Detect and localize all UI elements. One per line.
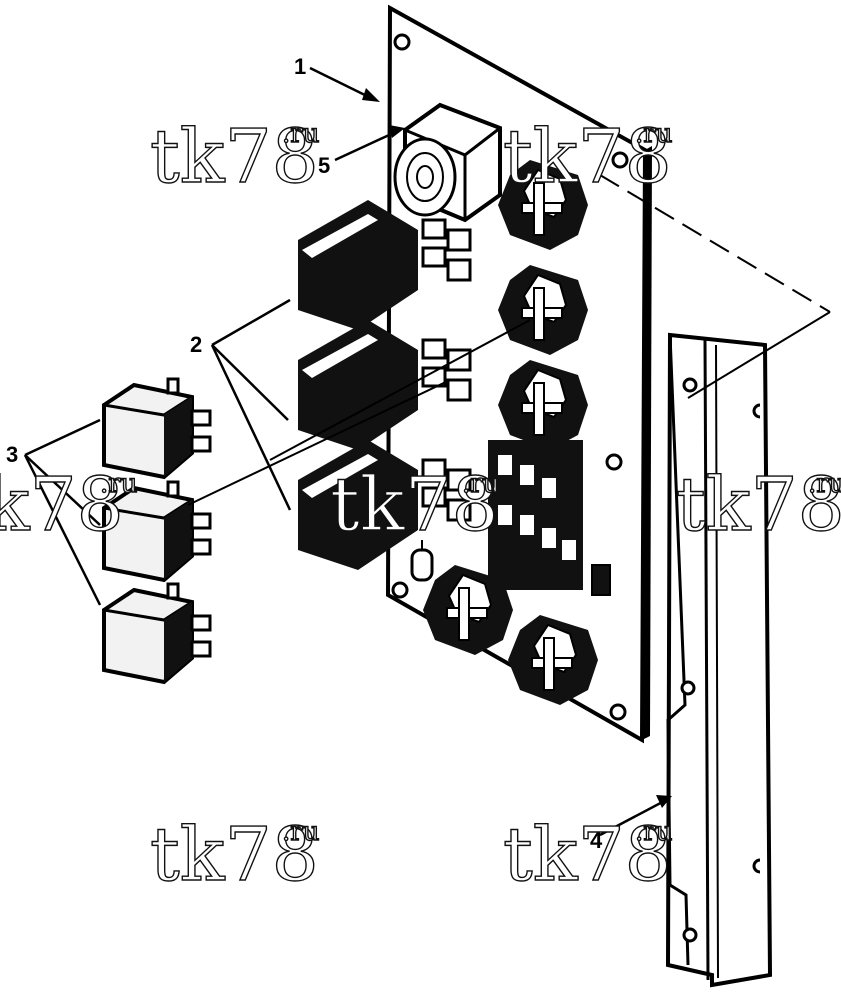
mounting-hole: [609, 703, 627, 721]
svg-text:tk78: tk78: [150, 114, 319, 200]
svg-text:.ru: .ru: [100, 469, 137, 499]
alarm-buzzer: [393, 102, 502, 223]
mounting-hole: [393, 33, 411, 51]
svg-text:tk78: tk78: [676, 462, 841, 548]
cube-relay: [102, 582, 212, 684]
watermark: tk78 .ru: [502, 113, 673, 200]
mounting-bracket: [665, 332, 773, 988]
callout-4: 4: [590, 828, 603, 853]
callout-1: 1: [294, 54, 306, 79]
watermark: tk78 .ru: [149, 811, 320, 898]
bracket-hole: [682, 927, 698, 943]
svg-text:.ru: .ru: [282, 119, 319, 149]
svg-text:tk78: tk78: [503, 812, 672, 898]
svg-text:.ru: .ru: [635, 119, 672, 149]
callout-leaders: [23, 66, 672, 837]
watermark: tk78 .ru: [329, 461, 500, 548]
bracket-hole: [680, 680, 696, 696]
capacitor: [410, 540, 434, 582]
svg-text:tk78: tk78: [503, 114, 672, 200]
callout-5: 5: [318, 153, 330, 178]
watermark: tk78 .ru: [0, 461, 138, 548]
svg-text:.ru: .ru: [462, 469, 499, 499]
mounting-hole: [611, 151, 629, 169]
watermark: tk78 .ru: [675, 461, 841, 548]
svg-text:tk78: tk78: [150, 812, 319, 898]
mounting-hole: [391, 581, 409, 599]
bracket-hole: [682, 377, 698, 393]
svg-text:.ru: .ru: [808, 469, 841, 499]
mounting-hole: [605, 453, 623, 471]
assembly-guide-lines: [187, 174, 831, 506]
callout-2: 2: [190, 332, 202, 357]
svg-text:.ru: .ru: [635, 817, 672, 847]
svg-text:.ru: .ru: [282, 817, 319, 847]
callout-3: 3: [6, 442, 18, 467]
svg-text:tk78: tk78: [0, 462, 124, 548]
svg-text:tk78: tk78: [330, 462, 499, 548]
fuse-block: [488, 440, 611, 596]
watermark: tk78 .ru: [502, 811, 673, 898]
watermark: tk78 .ru: [149, 113, 320, 200]
